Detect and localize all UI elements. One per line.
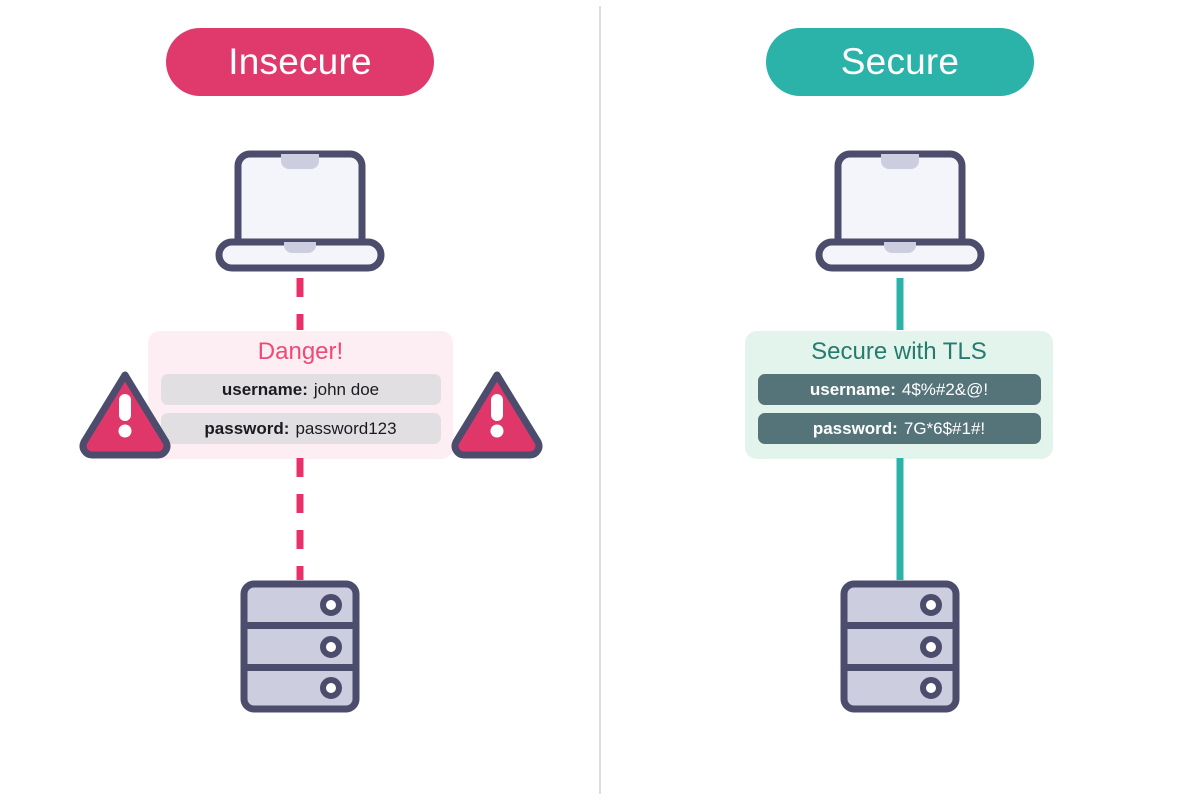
insecure-badge-label: Insecure [228, 41, 372, 82]
column-divider [599, 6, 601, 794]
secure-badge: Secure [766, 28, 1034, 96]
credential-key: username: [221, 379, 308, 399]
insecure-credential-list: username: john doe password: password123 [148, 374, 453, 444]
secure-connector-top [896, 278, 904, 330]
credential-value: john doe [313, 379, 380, 399]
danger-label: Danger! [257, 338, 344, 365]
credential-row-username: username: 4$%#2&@! [757, 374, 1041, 405]
credential-value: 7G*6$#1#! [903, 418, 986, 438]
laptop-icon [815, 150, 985, 272]
insecure-connector-top [296, 278, 304, 330]
warning-triangle-icon [450, 368, 544, 459]
secure-credential-list: username: 4$%#2&@! password: 7G*6$#1#! [745, 374, 1053, 444]
credential-row-password: password: password123 [160, 413, 441, 444]
secure-credential-panel: Secure with TLS username: 4$%#2&@! passw… [745, 331, 1053, 459]
secure-column: Secure Secure with TLS username: 4$%#2&@… [600, 0, 1200, 800]
insecure-credential-panel: Danger! username: john doe password: pas… [148, 331, 453, 459]
server-rack-icon [240, 580, 360, 713]
credential-key: password: [812, 418, 898, 438]
tls-label: Secure with TLS [811, 338, 987, 365]
laptop-icon [215, 150, 385, 272]
credential-key: username: [809, 379, 896, 399]
credential-row-password: password: 7G*6$#1#! [757, 413, 1041, 444]
insecure-connector-bottom [296, 458, 304, 580]
warning-triangle-icon [78, 368, 172, 459]
insecure-column: Insecure Danger! username: john doe pass… [78, 28, 544, 713]
credential-value: 4$%#2&@! [901, 379, 989, 399]
credential-key: password: [204, 418, 290, 438]
server-rack-icon [840, 580, 960, 713]
credential-row-username: username: john doe [160, 374, 441, 405]
credential-value: password123 [295, 418, 397, 438]
insecure-badge: Insecure [166, 28, 434, 96]
secure-badge-label: Secure [840, 41, 960, 82]
secure-connector-bottom [896, 458, 904, 580]
